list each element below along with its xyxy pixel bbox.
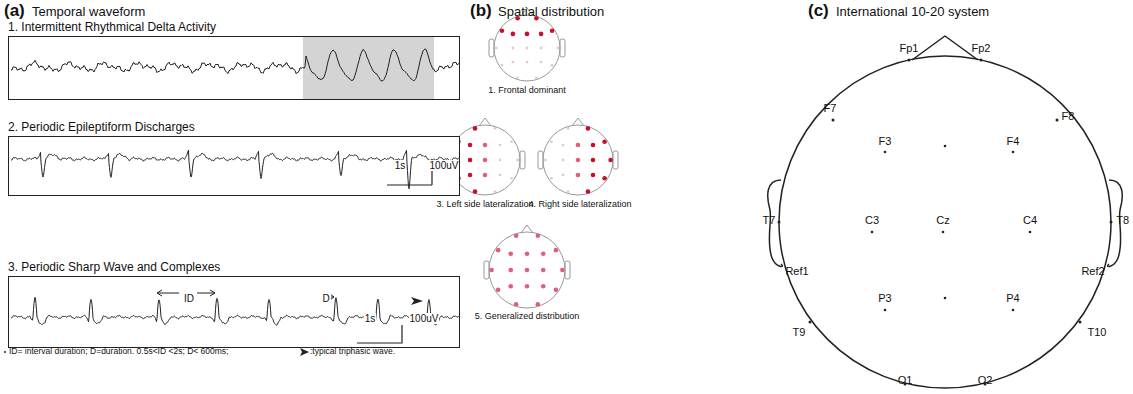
head-map: [538, 118, 618, 195]
panel-title: (b): [470, 2, 492, 21]
electrode-label: T10: [1088, 326, 1107, 338]
electrode-label: Fp1: [900, 42, 919, 54]
triphasic-marker: [300, 348, 309, 356]
electrode-label: F4: [1007, 135, 1020, 147]
map-caption: 4. Right side lateralization: [528, 200, 631, 210]
annotation: ID= interval duration; D=duration. 0.5s<…: [9, 347, 228, 356]
electrode-label: T7: [763, 214, 776, 226]
eeg-trace: [9, 37, 461, 99]
electrode-label: P3: [878, 292, 891, 304]
trace-frame: [8, 276, 460, 348]
bullet: [4, 351, 6, 353]
trace-frame: [8, 136, 460, 196]
annotation: :typical triphasic wave.: [310, 347, 395, 356]
annotation: ID: [183, 293, 195, 304]
scale-bar: [357, 325, 402, 343]
electrode-label: Ref2: [1081, 265, 1104, 277]
map-caption: 3. Left side lateralization: [436, 200, 533, 210]
waveform-panel: 1. Intermittent Rhythmical Delta Activit…: [8, 20, 460, 100]
electrode-label: T8: [1116, 214, 1129, 226]
map-caption: 5. Generalized distribution: [475, 312, 580, 322]
electrode-label: Cz: [936, 214, 949, 226]
panel-title: International 10-20 system: [836, 5, 989, 19]
annotation: 1s: [394, 160, 407, 171]
panel-heading: 1. Intermittent Rhythmical Delta Activit…: [8, 20, 460, 36]
electrode-label: Ref1: [785, 265, 808, 277]
waveform-panel: 2. Periodic Epileptiform Discharges: [8, 120, 460, 196]
electrode-dots: [778, 59, 1113, 386]
electrode-label: F8: [1062, 110, 1075, 122]
annotation: 100uV: [429, 160, 460, 171]
electrode-label: C4: [1023, 214, 1037, 226]
trace-frame: [8, 36, 460, 100]
electrode-label: Fp2: [972, 42, 991, 54]
delta-waveform: [11, 49, 459, 81]
annotation: D: [321, 293, 330, 304]
head-maps: [445, 8, 618, 308]
electrode-label: T9: [793, 326, 806, 338]
electrode-label: F3: [879, 135, 892, 147]
panel-title: (a): [4, 2, 25, 21]
annotation: 100uV: [409, 313, 440, 324]
pd-waveform: [11, 150, 459, 189]
panel-title: Spatial distribution: [498, 5, 604, 19]
electrode-label: O2: [978, 374, 993, 386]
electrode-label: O1: [898, 374, 913, 386]
panel-heading: 3. Periodic Sharp Wave and Complexes: [8, 260, 460, 276]
ten-twenty-head: [768, 36, 1123, 388]
triphasic-marker: [411, 297, 423, 305]
electrode-label: F7: [824, 102, 837, 114]
annotation: 1s: [364, 313, 377, 324]
psw-waveform: [11, 297, 459, 325]
electrode-label: P4: [1006, 292, 1019, 304]
head-map: [484, 225, 570, 308]
panel-title: Temporal waveform: [32, 5, 145, 19]
map-caption: 1. Frontal dominant: [488, 86, 566, 96]
electrode-label: C3: [865, 214, 879, 226]
panel-title: (c): [808, 2, 829, 21]
waveform-panel: 3. Periodic Sharp Wave and Complexes: [8, 260, 460, 348]
eeg-trace: [9, 277, 461, 347]
panel-heading: 2. Periodic Epileptiform Discharges: [8, 120, 460, 136]
highlight-region: [303, 37, 434, 99]
